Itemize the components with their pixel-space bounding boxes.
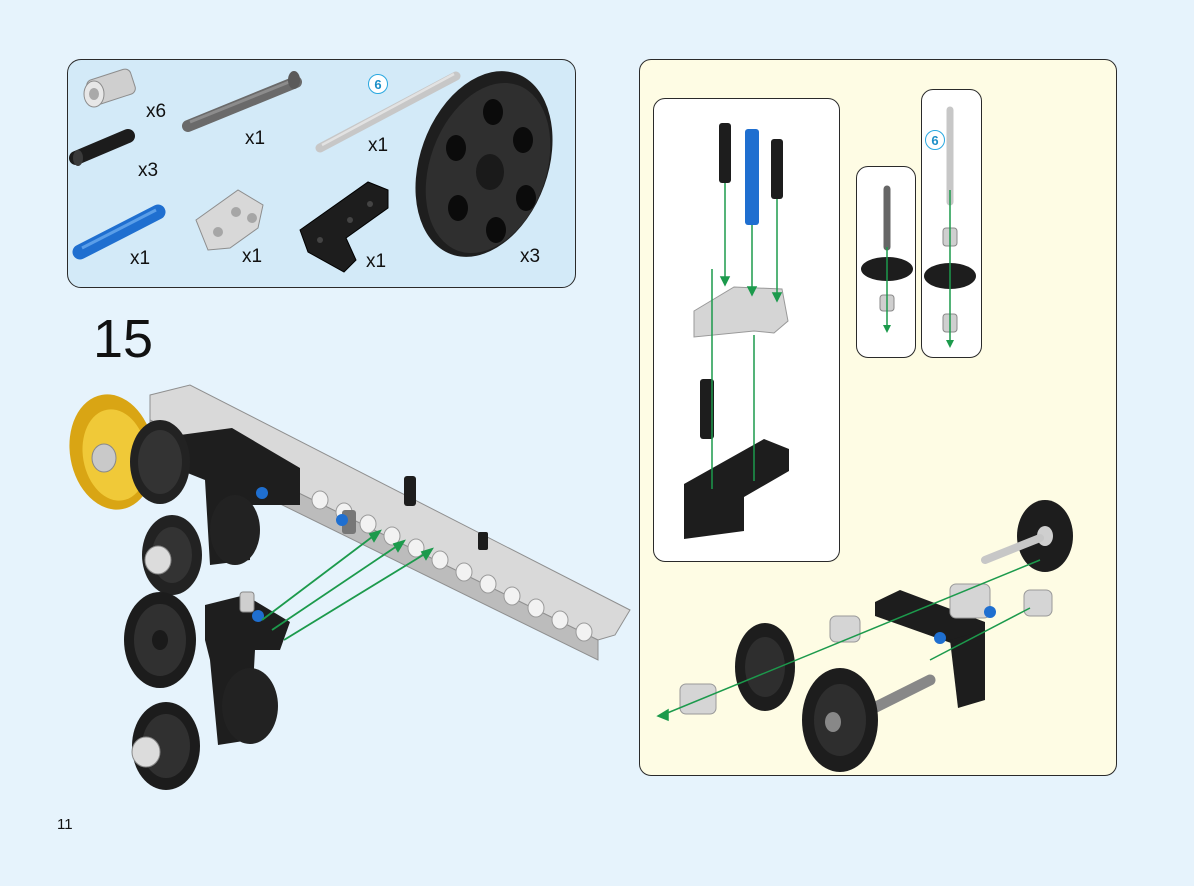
beam-callout-illustration xyxy=(684,123,789,539)
angled-beam-quantity: x1 xyxy=(366,251,387,272)
wheel-callout-illustration xyxy=(656,500,1073,772)
upper-frame xyxy=(130,420,300,595)
axle-6-icon xyxy=(315,71,461,153)
t-beam-icon xyxy=(195,189,264,251)
assembly-arrows xyxy=(261,529,434,641)
black-pin-quantity: x3 xyxy=(138,160,159,181)
wheel-icon xyxy=(415,71,553,257)
callout-box-beam xyxy=(653,98,840,562)
subassembly-axle-length-badge: 6 xyxy=(925,130,945,150)
bush-icon xyxy=(83,68,136,108)
lower-frame xyxy=(124,591,290,790)
subassembly-panel: 6 xyxy=(639,59,1117,776)
wheel-quantity: x3 xyxy=(520,246,541,267)
short-axle-callout-illustration xyxy=(861,185,913,333)
long-axle-icon xyxy=(182,71,302,132)
axle-6-callout-illustration xyxy=(924,106,976,348)
beam-pins xyxy=(336,476,488,550)
long-axle-quantity: x1 xyxy=(245,128,266,149)
parts-illustration xyxy=(69,68,553,273)
angled-beam-icon xyxy=(299,181,389,273)
parts-list-panel: x6 x1 6 x1 x3 x3 x1 x1 x1 xyxy=(67,59,576,288)
t-beam-quantity: x1 xyxy=(242,246,263,267)
page-number: 11 xyxy=(57,816,73,833)
axle-length-badge: 6 xyxy=(368,74,388,94)
bush-quantity: x6 xyxy=(146,101,167,122)
callout-box-axle-6: 6 xyxy=(921,89,982,358)
main-assembly-illustration xyxy=(69,384,631,790)
blue-pin-quantity: x1 xyxy=(130,248,151,269)
blue-pin-icon xyxy=(72,204,166,260)
axle-6-quantity: x1 xyxy=(368,135,389,156)
callout-box-short-axle xyxy=(856,166,916,358)
black-pin-icon xyxy=(69,129,135,166)
step-number: 15 xyxy=(93,309,154,369)
